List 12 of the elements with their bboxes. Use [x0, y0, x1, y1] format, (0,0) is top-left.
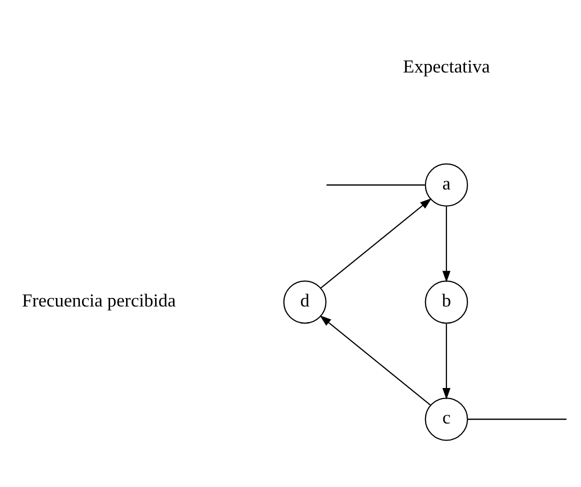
arrow	[442, 206, 450, 282]
connector	[468, 418, 566, 420]
node-circle: b	[424, 280, 468, 324]
node-circle: a	[424, 162, 468, 206]
node-circle: d	[283, 280, 326, 324]
arrow	[320, 314, 431, 406]
label: Expectativa	[403, 56, 490, 76]
arrow	[320, 198, 432, 288]
connector	[326, 184, 425, 186]
node-circle: c	[424, 397, 468, 440]
arrow	[442, 323, 450, 399]
label: Frecuencia percibida	[22, 290, 176, 310]
